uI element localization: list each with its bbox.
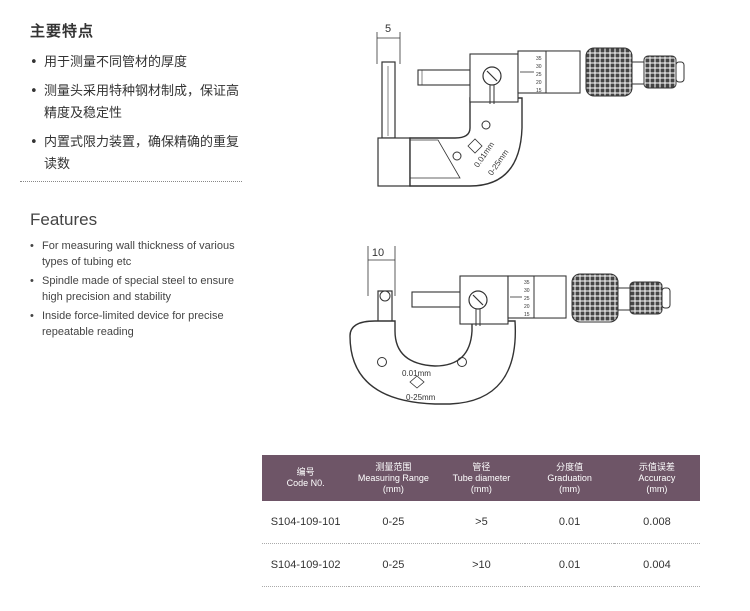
table-cell: 0-25 (349, 543, 438, 587)
dimension-label: 10 (372, 247, 384, 259)
scale-tick: 15 (524, 312, 530, 318)
section-divider (20, 181, 242, 182)
tube-micrometer-drawing-10: 10 0.01mm 0-25mm 35 30 25 20 15 (349, 246, 671, 405)
cn-feature-item: 用于测量不同管材的厚度 (30, 52, 240, 74)
cn-features-list: 用于测量不同管材的厚度 测量头采用特种钢材制成，保证高精度及稳定性 内置式限力装… (30, 52, 240, 183)
scale-tick: 30 (524, 288, 530, 294)
scale-tick: 20 (524, 304, 530, 310)
graduation-label: 0.01mm (402, 369, 431, 378)
en-features-title: Features (30, 210, 98, 229)
table-cell: S104-109-101 (262, 501, 350, 544)
scale-tick: 30 (536, 64, 542, 70)
scale-tick: 25 (536, 72, 542, 78)
en-feature-item: For measuring wall thickness of various … (30, 238, 245, 270)
en-feature-item: Inside force-limited device for precise … (30, 308, 245, 340)
table-cell: 0.01 (525, 501, 614, 544)
cn-feature-item: 测量头采用特种钢材制成，保证高精度及稳定性 (30, 81, 240, 125)
table-cell: >10 (437, 543, 526, 587)
table-row: S104-109-101 0-25 >5 0.01 0.008 (262, 501, 700, 544)
table-cell: 0.01 (525, 543, 614, 587)
cn-feature-item: 内置式限力装置，确保精确的重复读数 (30, 132, 240, 176)
table-row: S104-109-102 0-25 >10 0.01 0.004 (262, 543, 700, 587)
scale-tick: 25 (524, 296, 530, 302)
table-cell: >5 (437, 501, 526, 544)
tube-micrometer-drawing-5: 5 0.01mm 0-25mm 35 30 25 20 15 (376, 23, 685, 187)
cn-features-title: 主要特点 (30, 22, 95, 40)
table-cell: S104-109-102 (262, 543, 350, 587)
table-cell: 0.004 (613, 543, 700, 587)
en-features-list: For measuring wall thickness of various … (30, 238, 245, 343)
scale-tick: 35 (536, 56, 542, 62)
scale-tick: 15 (536, 88, 542, 94)
table-cell: 0-25 (349, 501, 438, 544)
scale-tick: 35 (524, 280, 530, 286)
en-feature-item: Spindle made of special steel to ensure … (30, 273, 245, 305)
table-cell: 0.008 (613, 501, 700, 544)
range-label: 0-25mm (406, 393, 436, 402)
scale-tick: 20 (536, 80, 542, 86)
dimension-label: 5 (385, 23, 391, 35)
